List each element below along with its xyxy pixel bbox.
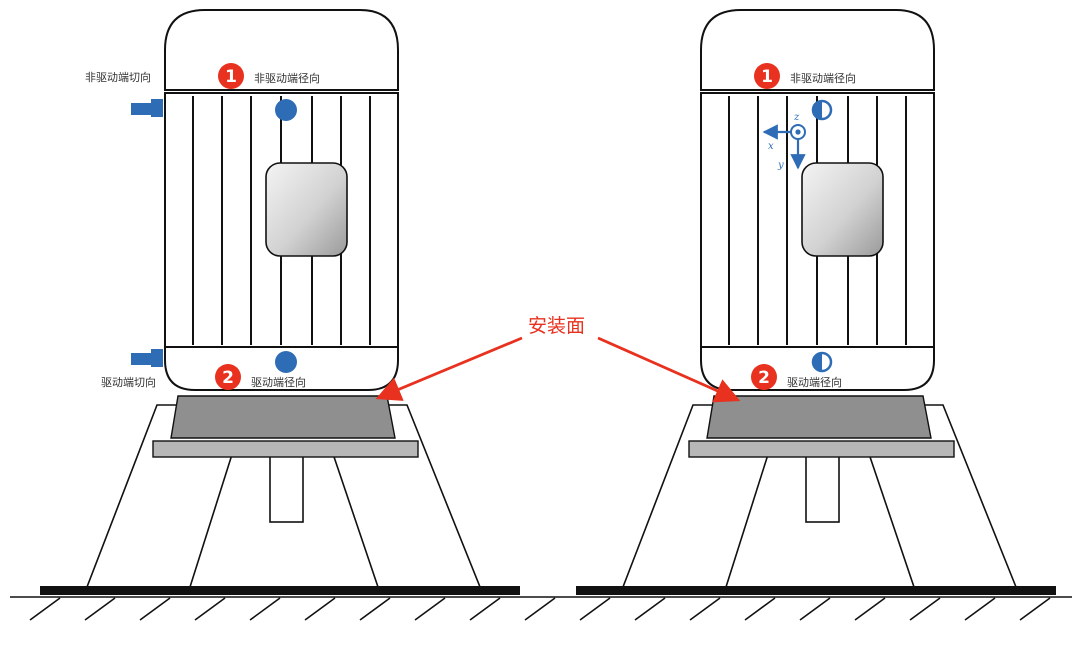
right-terminal-box — [801, 162, 884, 257]
left-point-1-badge — [218, 63, 244, 89]
right-motor-assembly: z x y 1 非驱动端径向 2 驱动端径向 — [576, 9, 1056, 595]
left-point-2-label: 驱动端径向 — [251, 375, 306, 389]
left-tangential-sensor-bottom — [131, 349, 163, 367]
right-ground-bar — [576, 586, 1056, 595]
axis-y-label: y — [777, 160, 784, 171]
mounting-surface-label: 安装面 — [528, 315, 585, 337]
left-ground-bar — [40, 586, 520, 595]
left-tangential-top-label: 非驱动端切向 — [85, 70, 151, 84]
left-radial-sensor-top-icon — [275, 99, 297, 121]
mounting-arrow-right — [597, 336, 741, 403]
right-base-plate — [688, 440, 955, 458]
left-mounting-plate — [170, 395, 396, 439]
left-terminal-box — [265, 162, 348, 257]
left-tangential-sensor-top — [131, 99, 163, 117]
axis-x-label: x — [768, 141, 774, 152]
axis-z-label: z — [793, 112, 800, 123]
right-point-1-label: 非驱动端径向 — [790, 71, 856, 85]
ground-hatching — [10, 596, 1072, 621]
left-radial-sensor-bottom-icon — [275, 351, 297, 373]
right-point-2-badge — [751, 364, 777, 390]
right-point-2-label: 驱动端径向 — [787, 375, 842, 389]
left-point-2-number: 2 — [222, 368, 234, 388]
right-point-1-number: 1 — [761, 67, 773, 87]
mounting-surface-callout: 安装面 — [375, 315, 741, 403]
left-point-1-number: 1 — [225, 67, 237, 87]
right-mounting-plate — [706, 395, 932, 439]
right-point-1-badge — [754, 63, 780, 89]
left-base-plate — [152, 440, 419, 458]
left-motor-assembly: 非驱动端切向 驱动端切向 1 非驱动端径向 2 驱动端径向 — [40, 9, 520, 595]
right-radial-sensor-top-icon — [811, 99, 833, 121]
right-point-2-number: 2 — [758, 368, 770, 388]
mounting-arrow-left — [375, 336, 523, 401]
left-point-1-label: 非驱动端径向 — [254, 71, 320, 85]
left-tangential-bottom-label: 驱动端切向 — [101, 375, 156, 389]
right-radial-sensor-bottom-icon — [811, 351, 833, 373]
left-point-2-badge — [215, 364, 241, 390]
coordinate-axes: z x y — [762, 112, 806, 171]
